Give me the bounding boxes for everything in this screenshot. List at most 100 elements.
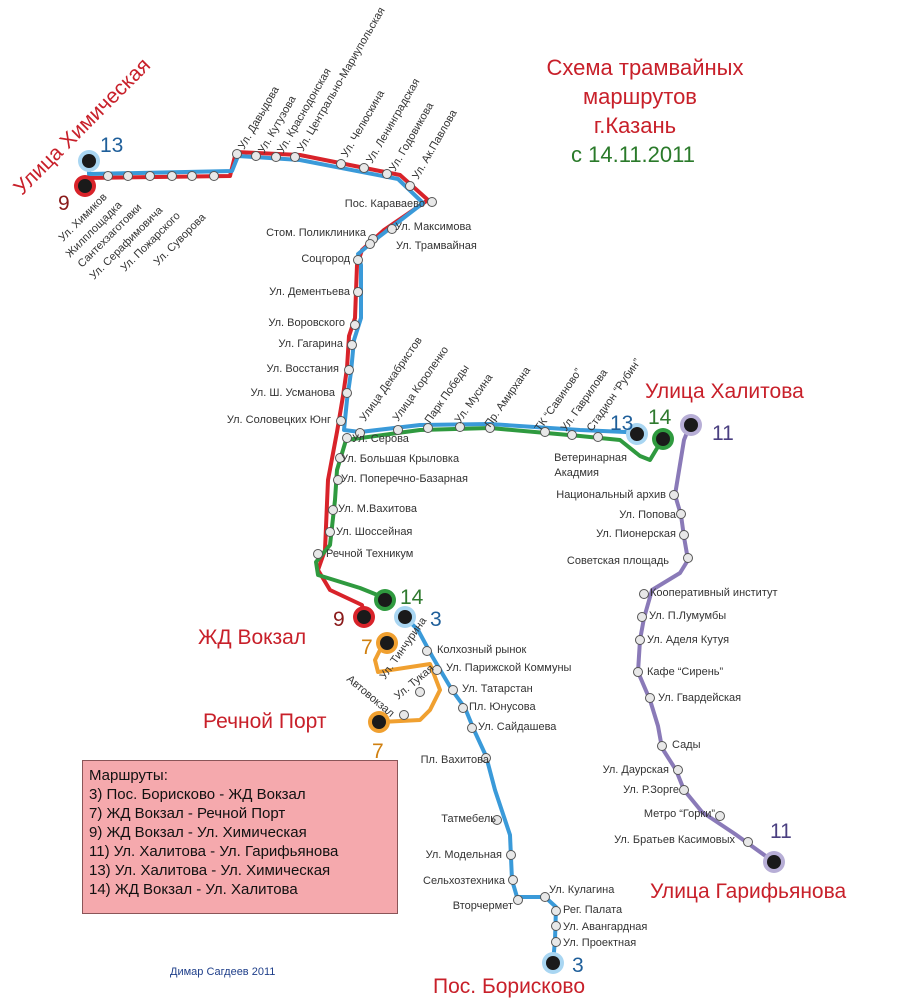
terminal-vok-14	[378, 593, 392, 607]
stop-korolenko	[393, 425, 403, 435]
stop-kutuya	[635, 635, 645, 645]
map-title-date: с 14.11.2011	[571, 142, 695, 167]
stop-park-pobedy	[423, 423, 433, 433]
stop-label-kolkhozny: Колхозный рынок	[437, 644, 527, 656]
badge-gar-11: 11	[770, 820, 792, 843]
stop-vorovskogo	[350, 320, 360, 330]
stop-label-kasimovykh: Ул. Братьев Касимовых	[614, 834, 735, 846]
stop-label-reg-palata: Рег. Палата	[563, 904, 623, 916]
stop-vtorchermet	[513, 895, 523, 905]
legend-route-11: 11) Ул. Халитова - Ул. Гарифьянова	[89, 843, 339, 860]
stop-label-kooperativny: Кооперативный институт	[650, 587, 778, 599]
stop-tsentralno	[290, 152, 300, 162]
stop-shosseynaya	[325, 527, 335, 537]
legend-route-14: 14) ЖД Вокзал - Ул. Халитова	[89, 881, 298, 898]
stop-stom-poliklinika	[365, 239, 375, 249]
stop-gvardeyskaya	[645, 693, 655, 703]
stop-gavrilova	[567, 430, 577, 440]
badge-vok-14: 14	[400, 586, 424, 609]
stop-kutuzova	[251, 151, 261, 161]
terminal-boriskovo: Пос. Борисково	[433, 975, 585, 998]
stop-amirkhana	[485, 423, 495, 433]
stop-label-vet-academy-1: Ветеринарная	[554, 452, 627, 464]
stop-sotsgorod	[353, 255, 363, 265]
stop-label-dekabristov: Улица Декабристов	[358, 335, 425, 424]
routes-legend: Маршруты: 3) Пос. Борисково - ЖД Вокзал …	[82, 760, 398, 914]
stop-label-vosstaniya: Ул. Восстания	[267, 363, 339, 375]
badge-port-7: 7	[372, 740, 384, 763]
stop-solovetskikh	[336, 416, 346, 426]
terminal-port-7	[372, 715, 386, 729]
badge-vok-3: 3	[430, 608, 442, 631]
stop-khimikov	[103, 171, 113, 181]
stop-proektnaya	[551, 937, 561, 947]
stop-modelnaya	[506, 850, 516, 860]
map-title-line-1: Схема трамвайных	[547, 55, 744, 80]
stop-avangardnaya	[551, 921, 561, 931]
badge-khim-9: 9	[58, 192, 70, 215]
stop-chelyuskina	[336, 159, 346, 169]
badge-khal-11: 11	[712, 422, 734, 445]
legend-route-3: 3) Пос. Борисково - ЖД Вокзал	[89, 786, 306, 803]
stop-label-m-vakhitova: Ул. М.Вахитова	[338, 503, 418, 515]
stop-kasimovykh	[743, 837, 753, 847]
stop-santekhzagotovki	[145, 171, 155, 181]
stop-label-vorovskogo: Ул. Воровского	[268, 317, 345, 329]
stop-tatmebel	[492, 815, 502, 825]
legend-route-7: 7) ЖД Вокзал - Речной Порт	[89, 805, 286, 822]
terminal-khalitova: Улица Халитова	[645, 380, 804, 403]
stop-m-vakhitova	[328, 505, 338, 515]
terminal-khim-9	[78, 179, 92, 193]
stop-label-shosseynaya: Ул. Шоссейная	[336, 526, 412, 538]
stop-label-selkhoztekhnika: Сельхозтехника	[423, 875, 506, 887]
stop-label-nats-arkhiv: Национальный архив	[556, 489, 666, 501]
author-credit: Димар Сагдеев 2011	[170, 966, 276, 978]
stop-label-maksimova: Ул. Максимова	[395, 221, 472, 233]
stop-label-yunusova: Пл. Юнусова	[469, 701, 536, 713]
stop-label-sady: Сады	[672, 739, 701, 751]
stop-selkhoztekhnika	[508, 875, 518, 885]
stop-label-rechnoy-tekhnikum: Речной Техникум	[326, 548, 413, 560]
stop-label-zorge: Ул. Р.Зорге	[623, 784, 679, 796]
stop-maksimova	[387, 224, 397, 234]
terminal-vokzal: ЖД Вокзал	[198, 626, 306, 649]
stop-label-amirkhana: Пр. Амирхана	[483, 364, 534, 430]
stop-label-popova: Ул. Попова	[619, 509, 677, 521]
stop-yunusova	[458, 703, 468, 713]
terminal-vok-3	[398, 610, 412, 624]
map-title-line-2: маршрутов	[583, 84, 697, 109]
stop-kulagina	[540, 892, 550, 902]
stop-label-gagarina: Ул. Гагарина	[278, 338, 343, 350]
legend-route-9: 9) ЖД Вокзал - Ул. Химическая	[89, 824, 307, 841]
map-title-line-3: г.Казань	[594, 113, 676, 138]
route-7-line	[373, 641, 442, 724]
stop-vosstaniya	[344, 365, 354, 375]
badge-bor-3: 3	[572, 954, 584, 977]
stop-label-avangardnaya: Ул. Авангардная	[563, 921, 647, 933]
stop-rubin	[593, 432, 603, 442]
stop-dekabristov	[355, 428, 365, 438]
stop-label-daurskaya: Ул. Даурская	[603, 764, 669, 776]
stop-karavaevo	[427, 197, 437, 207]
stop-label-sotsgorod: Соцгород	[301, 253, 350, 265]
stop-kooperativny	[639, 589, 649, 599]
terminal-rechnoy-port: Речной Порт	[203, 710, 327, 733]
stop-label-dementeva: Ул. Дементьева	[269, 286, 351, 298]
stop-savinovo	[540, 427, 550, 437]
stop-rechnoy-tekhnikum	[313, 549, 323, 559]
stop-pionerskaya	[679, 530, 689, 540]
terminal-khal-14	[656, 432, 670, 446]
badge-khal-13: 13	[610, 412, 633, 435]
stop-pl-vakhitova	[481, 753, 491, 763]
stop-label-pionerskaya: Ул. Пионерская	[596, 528, 676, 540]
stop-leningradskaya	[359, 163, 369, 173]
stop-label-proektnaya: Ул. Проектная	[563, 937, 636, 949]
badge-vok-9: 9	[333, 608, 345, 631]
stop-musina	[455, 422, 465, 432]
stop-usmanova	[342, 388, 352, 398]
terminal-bor-3	[546, 956, 560, 970]
stop-label-tramvaynaya: Ул. Трамвайная	[396, 240, 477, 252]
stop-label-gorki: Метро “Горки”	[644, 808, 715, 820]
stop-krasnodonskaya	[271, 152, 281, 162]
terminal-khim-13	[82, 154, 96, 168]
